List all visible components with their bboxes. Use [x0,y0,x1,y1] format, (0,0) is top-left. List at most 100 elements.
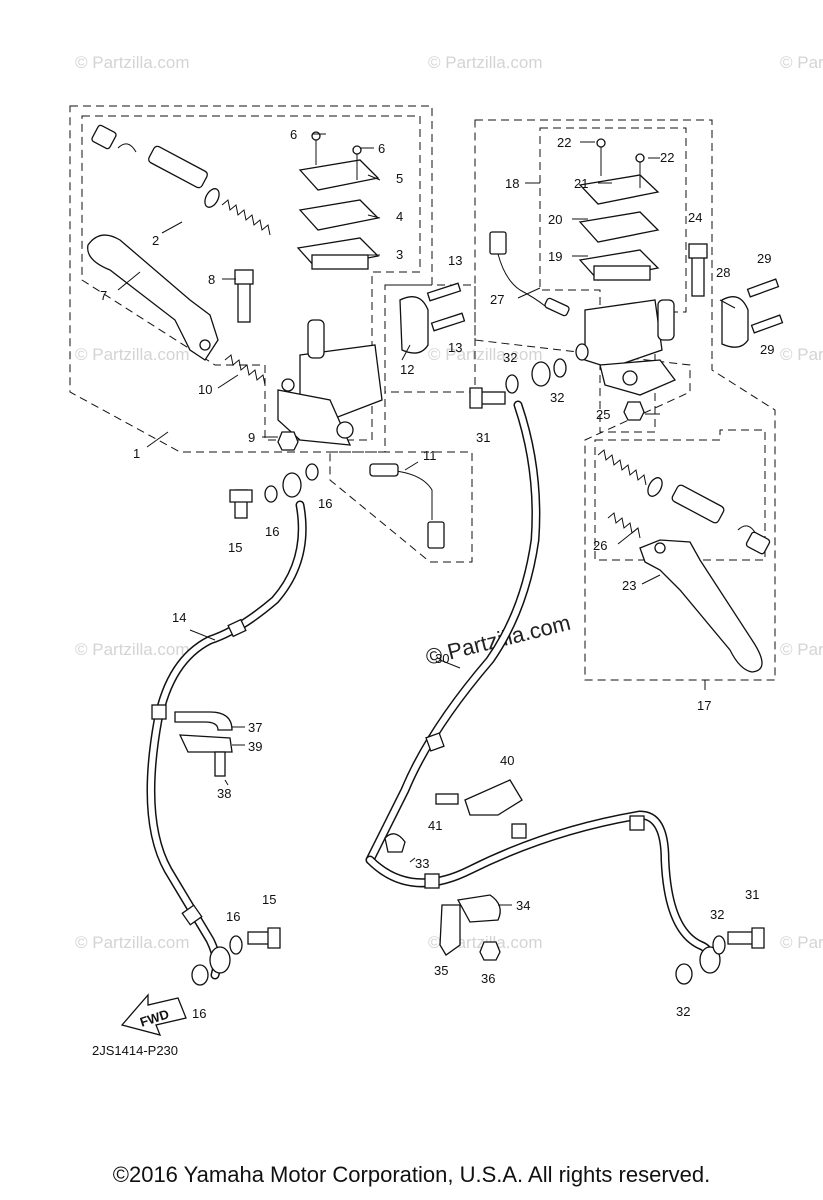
lever-23 [639,539,763,673]
label-3: 3 [396,247,403,262]
label-11: 11 [423,448,437,463]
label-32a: 32 [503,350,517,365]
switch-connector-11 [427,521,445,549]
label-27: 27 [490,292,504,307]
outline-lever-kit [594,429,766,561]
right-brake-hose-30 [365,361,721,974]
master-cylinder-boss [307,319,325,359]
switch-11 [369,463,399,477]
label-4: 4 [396,209,403,224]
switch-wire-11 [377,469,433,520]
label-18: 18 [505,176,519,191]
label-29a: 29 [757,251,771,266]
outline-cap-kit-18 [539,127,687,433]
switch-wire-27 [497,253,546,307]
label-21: 21 [574,176,588,191]
label-36: 36 [481,971,495,986]
label-34: 34 [516,898,530,913]
diaphragm-3-body [311,254,369,270]
switch-connector-27 [489,231,507,255]
right-master-cylinder-assembly [474,119,784,690]
label-31a: 31 [476,430,490,445]
label-7: 7 [100,288,107,303]
label-13b: 13 [448,340,462,355]
union-eye-right-top [531,361,551,387]
label-40: 40 [500,753,514,768]
watermark-4: © Partzilla.com [75,345,190,364]
master-cylinder-body-right [584,299,663,369]
nut-36 [479,941,501,961]
washer-32d [675,963,693,985]
label-13a: 13 [448,253,462,268]
clamp-33 [384,833,406,853]
piston [148,145,208,189]
label-5: 5 [396,171,403,186]
washer-32-top [575,343,589,361]
union-eye-right-bottom [699,946,721,974]
bolt-41 [435,793,459,805]
label-16d: 16 [192,1006,206,1021]
spring-10 [224,354,266,386]
right-hose-fittings [384,343,765,985]
cap-5 [298,159,380,191]
part-labels: 1 2 3 4 5 6 6 7 8 9 10 11 12 13 13 14 15… [100,127,774,1021]
label-12: 12 [400,362,414,377]
screw-6a [311,131,321,141]
bolt-38 [214,751,226,777]
label-10: 10 [198,382,212,397]
watermark-8: © Partzilla.com [780,640,823,659]
screw-22b [635,153,645,163]
label-35: 35 [434,963,448,978]
watermark-2: © Partzilla.com [428,53,543,72]
bracket-35 [439,904,461,956]
bolt-29a [746,278,780,298]
label-26: 26 [593,538,607,553]
circlip [117,143,137,153]
clamp-37 [174,711,233,731]
left-hose-fittings [174,463,319,986]
piston-right [671,484,725,524]
lever-7 [87,234,219,361]
label-29b: 29 [760,342,774,357]
washer-32a [505,374,519,394]
washer-16a [264,485,278,503]
clamp-40 [464,779,523,816]
outline-bracket-12 [385,284,476,393]
label-31b: 31 [745,887,759,902]
plate-20 [578,211,660,243]
washer-16d [191,964,209,986]
diagram-code: 2JS1414-P230 [92,1043,179,1058]
label-16a: 16 [265,524,279,539]
label-23: 23 [622,578,636,593]
label-32c: 32 [710,907,724,922]
outline-assembly-1 [69,105,433,453]
watermark-9: © Partzilla.com [75,933,190,952]
screw-6b [352,145,362,155]
label-37: 37 [248,720,262,735]
label-9: 9 [248,430,255,445]
label-22a: 22 [557,135,571,150]
washer-32b [553,358,567,378]
bolt-13b [430,312,466,332]
label-19: 19 [548,249,562,264]
screw-22a [596,138,606,148]
clamp-34 [456,894,501,923]
copyright-footer: ©2016 Yamaha Motor Corporation, U.S.A. A… [112,1162,711,1187]
watermark-1: © Partzilla.com [75,53,190,72]
label-16b: 16 [318,496,332,511]
washer-32c [712,935,726,955]
label-32d: 32 [676,1004,690,1019]
label-1: 1 [133,446,140,461]
label-32b: 32 [550,390,564,405]
watermark-6: © Partzilla.com [780,345,823,364]
outline-switch-11 [329,451,473,563]
label-15a: 15 [228,540,242,555]
spring-26 [607,512,641,539]
washer-16c [229,935,243,955]
label-39: 39 [248,739,262,754]
guide-39 [178,734,233,753]
label-41: 41 [428,818,442,833]
label-30: 30 [435,651,449,666]
union-bolt-eye-bottom [209,946,231,974]
